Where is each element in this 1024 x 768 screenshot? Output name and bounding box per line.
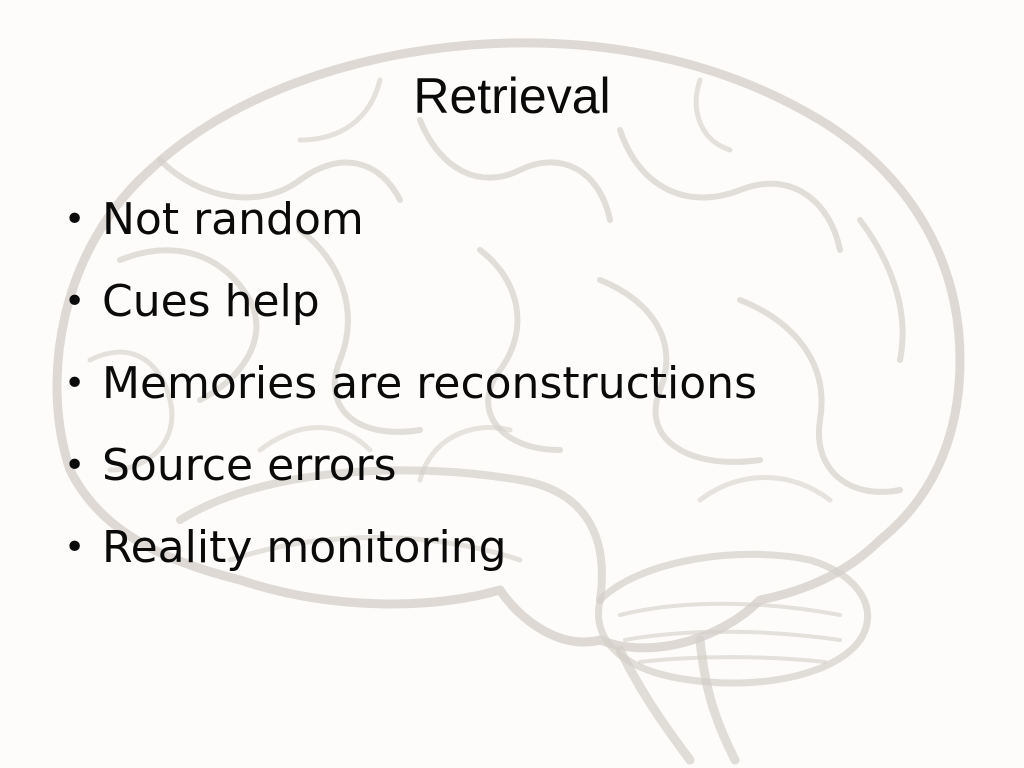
bullet-icon: • — [64, 363, 86, 404]
bullet-text: Cues help — [102, 276, 320, 327]
slide-title: Retrieval — [413, 68, 611, 124]
list-item: • Memories are reconstructions — [60, 352, 757, 434]
bullet-icon: • — [64, 199, 86, 240]
bullet-text: Not random — [102, 194, 364, 245]
list-item: • Reality monitoring — [60, 516, 757, 598]
list-item: • Not random — [60, 188, 757, 270]
bullet-list: • Not random • Cues help • Memories are … — [60, 188, 757, 598]
bullet-text: Memories are reconstructions — [102, 358, 757, 409]
bullet-text: Source errors — [102, 440, 397, 491]
list-item: • Cues help — [60, 270, 757, 352]
bullet-icon: • — [64, 527, 86, 568]
bullet-icon: • — [64, 445, 86, 486]
bullet-text: Reality monitoring — [102, 522, 507, 573]
bullet-icon: • — [64, 281, 86, 322]
list-item: • Source errors — [60, 434, 757, 516]
